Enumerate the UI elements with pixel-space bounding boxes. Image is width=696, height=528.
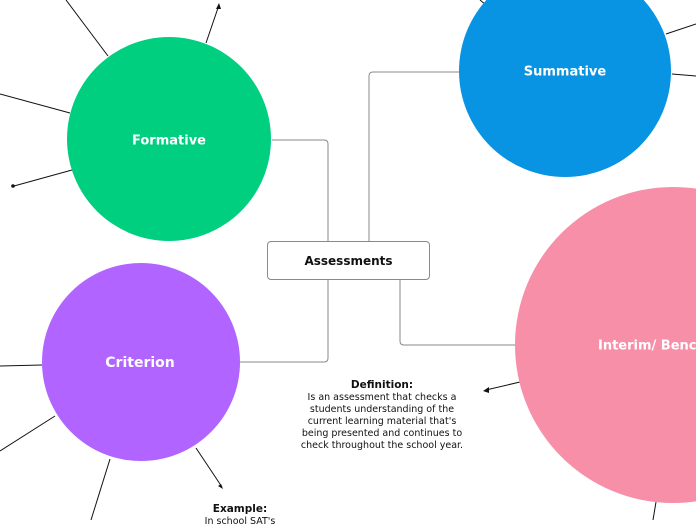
central-topic-label: Assessments <box>304 253 393 268</box>
branch-line <box>195 447 223 488</box>
topic-criterion-label: Criterion <box>105 355 175 371</box>
example-note: Example: In school SAT's <box>180 502 300 528</box>
arrow-head <box>216 3 221 9</box>
branch-line <box>0 364 43 367</box>
arrow-head <box>218 484 223 489</box>
branch-line <box>13 169 73 187</box>
branch-line <box>90 458 111 520</box>
branch-line <box>205 4 220 44</box>
connector-summative <box>368 71 460 241</box>
definition-line: current learning material that's <box>307 416 457 427</box>
definition-heading: Definition: <box>350 379 414 391</box>
connector-interim <box>399 280 517 346</box>
definition-line: being presented and continues to <box>301 428 463 439</box>
connector-formative <box>272 139 329 241</box>
branch-line <box>652 501 657 520</box>
topic-summative-label: Summative <box>523 64 607 80</box>
topic-formative-label: Formative <box>132 133 206 149</box>
branch-line <box>65 0 109 57</box>
example-line: In school SAT's <box>204 516 276 527</box>
branch-line <box>485 381 521 391</box>
branch-line <box>0 93 71 114</box>
central-topic-assessments[interactable]: Assessments <box>267 241 430 280</box>
arrow-head <box>483 387 489 393</box>
connector-criterion <box>239 280 329 363</box>
topic-interim-circle[interactable] <box>515 187 696 503</box>
branch-line <box>671 73 696 77</box>
example-heading: Example: <box>212 503 268 515</box>
definition-note: Definition: Is an assessment that checks… <box>291 378 473 452</box>
definition-line: check throughout the school year. <box>300 440 464 451</box>
branch-line <box>665 23 696 35</box>
branch-line <box>0 415 56 452</box>
definition-line: students understanding of the <box>309 404 455 415</box>
topic-interim-label: Interim/ Bench <box>598 338 696 354</box>
arrow-dot <box>11 184 15 188</box>
topic-formative-circle[interactable] <box>67 37 271 241</box>
topic-criterion-circle[interactable] <box>42 263 240 461</box>
definition-line: Is an assessment that checks a <box>307 392 457 403</box>
topic-summative-circle[interactable] <box>459 0 671 177</box>
